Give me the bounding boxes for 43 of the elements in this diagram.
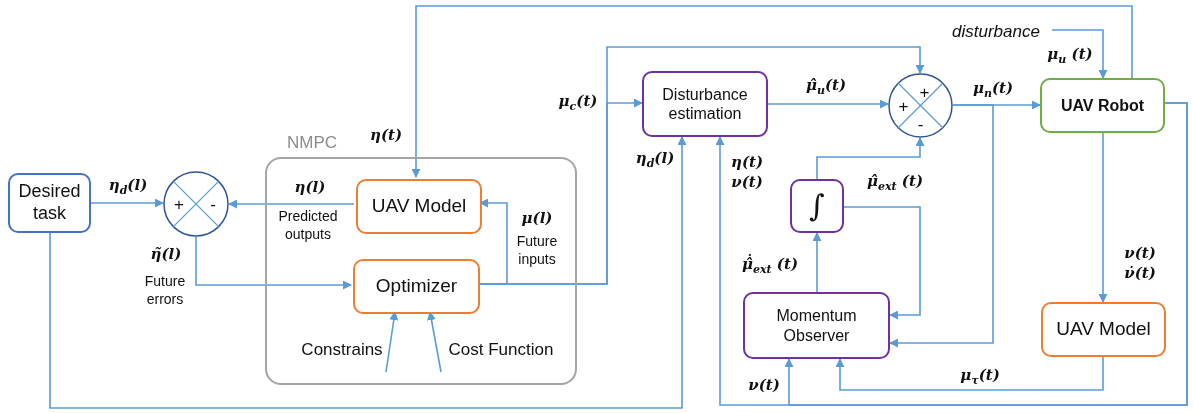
process-box (356, 179, 482, 234)
box-label: Disturbance estimation (661, 84, 749, 124)
sign-symbol: + (898, 97, 909, 114)
box-label: Momentum Observer (775, 306, 858, 345)
process-box (743, 292, 890, 359)
group-heading: NMPC (287, 133, 338, 153)
arrow (427, 311, 442, 373)
arrow (889, 104, 994, 348)
sign-symbol: + (919, 83, 930, 100)
arrow (812, 232, 822, 293)
arrow (1051, 29, 1108, 79)
box-label: Desired task (17, 181, 82, 225)
arrow (385, 311, 399, 373)
arrow (411, 5, 1133, 178)
arrow (90, 198, 164, 208)
box-label: UAV Model (371, 195, 467, 218)
arrow (195, 236, 352, 290)
box-label: Optimizer (375, 275, 458, 298)
arrow (49, 136, 687, 409)
process-box (790, 179, 844, 233)
box-label: UAV Robot (1060, 95, 1145, 116)
input-label: disturbance (940, 20, 1052, 44)
input-label: Constrains (292, 338, 392, 362)
input-label: Cost Function (439, 338, 563, 362)
signal-note: Future errors (143, 271, 187, 309)
sign-symbol: - (210, 195, 216, 213)
integral-symbol: ∫ (809, 188, 825, 224)
arrow (767, 99, 889, 109)
arrow (835, 356, 1104, 391)
arrow (816, 137, 925, 180)
process-box (8, 173, 91, 233)
box-label: UAV Model (1056, 318, 1151, 341)
sign-symbol: + (174, 195, 184, 213)
signal-note: Predicted outputs (277, 206, 339, 244)
sign-symbol: - (917, 115, 924, 132)
process-box (642, 71, 768, 137)
signal-note: Future inputs (515, 231, 559, 269)
arrow (843, 206, 921, 320)
process-box (1041, 302, 1166, 357)
arrow (228, 199, 355, 209)
process-box (1040, 78, 1165, 133)
process-box (353, 259, 480, 314)
arrow (1098, 132, 1108, 303)
